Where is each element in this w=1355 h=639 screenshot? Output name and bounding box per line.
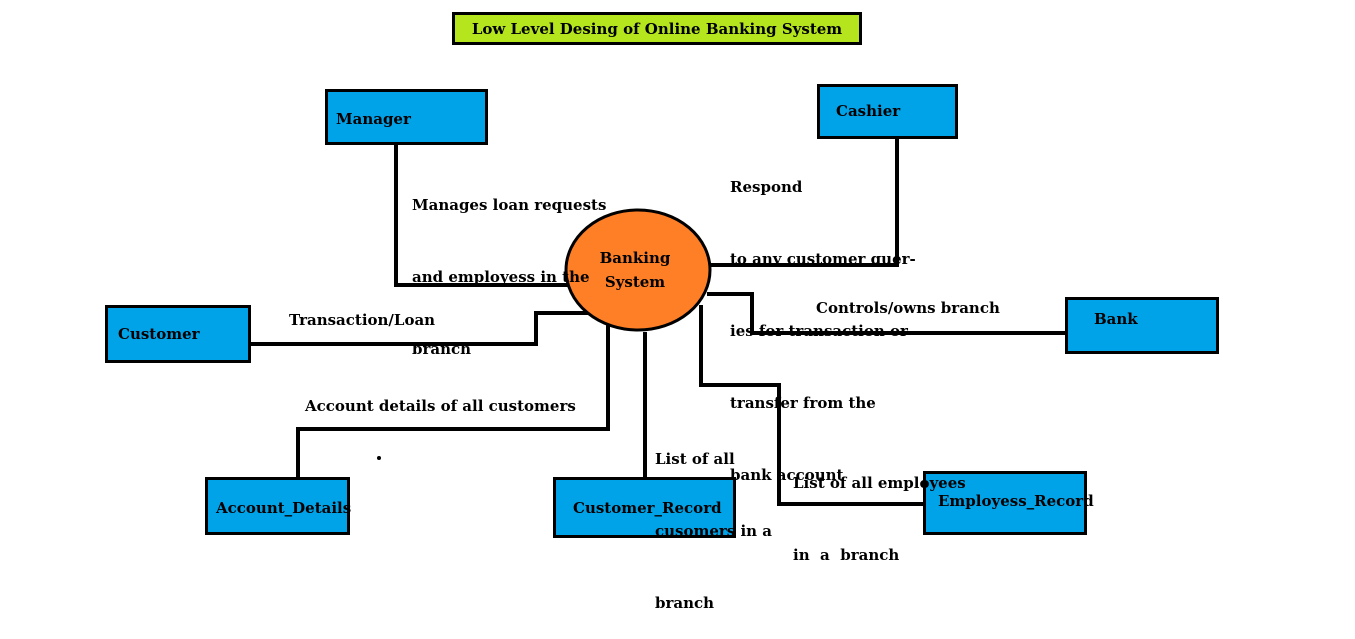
diagram-canvas xyxy=(250,137,1066,506)
custrec-label-line1: List of all xyxy=(655,450,735,468)
customer-box: Customer xyxy=(105,305,251,363)
emprec-label-line2: in a branch xyxy=(793,546,900,564)
cashier-label-line3: ies for transaction or xyxy=(730,322,908,340)
account-details-connector xyxy=(296,318,610,478)
manager-connector xyxy=(394,144,572,287)
center-label-line2: System xyxy=(604,273,666,291)
manager-box: Manager xyxy=(325,89,488,145)
manager-label-line2: and employess in the xyxy=(412,268,590,286)
bank-box: Bank xyxy=(1065,297,1219,354)
center-label-line1: Banking xyxy=(599,249,671,267)
banking-system-node xyxy=(564,208,712,332)
account-relation-label: Account details of all customers xyxy=(305,397,576,415)
cashier-label-line2: to any customer quer- xyxy=(730,250,916,268)
bank-connector xyxy=(707,292,1066,335)
custrec-label-line3: branch xyxy=(655,594,715,612)
cashier-label-line1: Respond xyxy=(730,178,803,196)
manager-label-line1: Manages loan requests xyxy=(412,196,607,214)
manager-relation-label: Manages loan requests and employess in t… xyxy=(412,145,606,385)
account-details-box: Account_Details xyxy=(205,477,351,535)
cashier-relation-label: Respond to any customer quer- ies for tr… xyxy=(730,127,916,511)
dot-mark xyxy=(377,456,381,460)
emprec-label-line1: List of all employees xyxy=(793,474,966,492)
custrec-label-line2: cusomers in a xyxy=(655,522,773,540)
manager-label-line3: branch xyxy=(412,340,472,358)
cashier-box: Cashier xyxy=(817,84,958,139)
employess-record-connector xyxy=(699,305,924,506)
customer-relation-label: Transaction/Loan xyxy=(289,311,436,329)
diagram-title: Low Level Desing of Online Banking Syste… xyxy=(452,12,862,45)
customer-connector xyxy=(250,311,590,346)
banking-system-label: Banking System xyxy=(590,246,680,294)
cashier-connector xyxy=(706,137,899,267)
employess-record-box: Employess_Record xyxy=(923,471,1094,535)
customer-record-box: Customer_Record xyxy=(553,477,736,538)
customer-record-relation-label: List of all cusomers in a branch xyxy=(655,399,772,639)
cashier-label-line4: transfer from the xyxy=(730,394,876,412)
cashier-label-line5: bank account xyxy=(730,466,844,484)
bank-relation-label: Controls/owns branch xyxy=(816,299,1000,317)
employess-record-relation-label: List of all employees in a branch xyxy=(793,423,966,591)
